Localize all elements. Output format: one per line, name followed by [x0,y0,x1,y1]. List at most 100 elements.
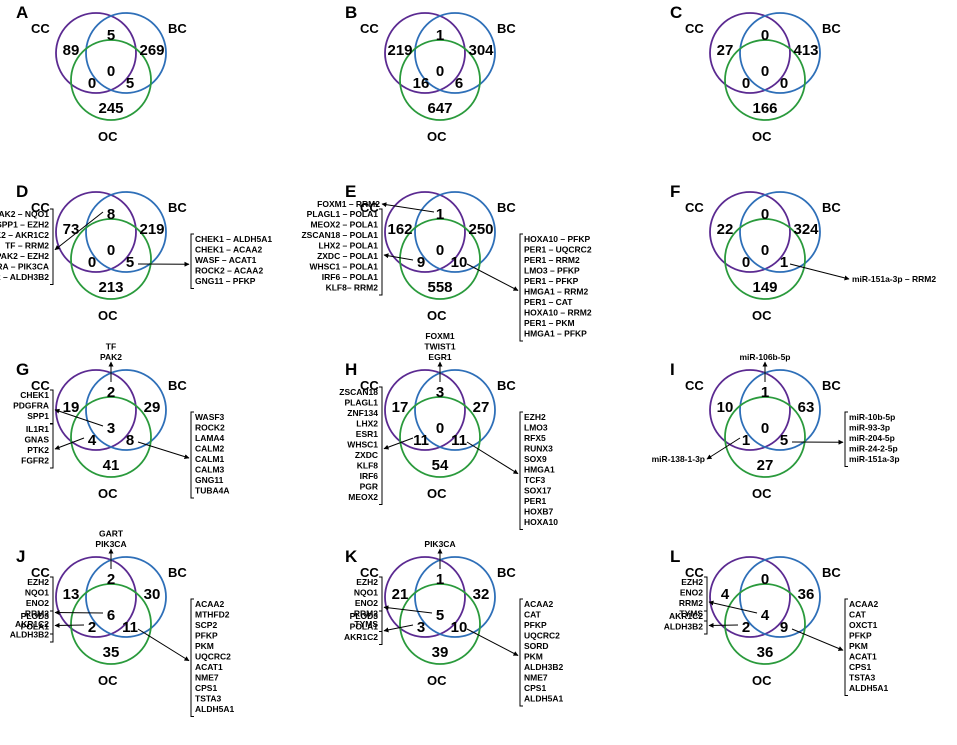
annotation-item: PFKP [524,620,547,630]
count-oc: 166 [752,100,777,117]
annotation-item: ZSCAN18 [339,387,378,397]
annotation-item: ACAA2 [195,599,225,609]
annotation-item: CHEK1 – ALDH5A1 [195,234,272,244]
annotation-item: ROCK2 [195,423,225,433]
annotation-item: ACAT1 [195,662,223,672]
annotation-item: FGFR2 [21,456,49,466]
annotation-item: FOXM1 – RRM2 [317,199,380,209]
annotation-item: PLOD3 [350,611,379,621]
count-bo: 11 [451,432,467,449]
bracket [50,209,53,285]
count-cc: 73 [63,221,80,238]
annotation-item: EZH2 [524,412,546,422]
annotation-item: IRF6 [360,471,379,481]
annotation-item: WASF – ACAT1 [195,255,257,265]
count-cc: 13 [63,586,80,603]
count-bo: 5 [780,432,788,449]
count-cb: 1 [761,384,769,401]
annotation-item: RRM2 [679,598,703,608]
pointer-arrow [790,264,849,279]
annotation-item: PAK2 – NQO1 [0,209,49,219]
annotation-item: miR-151a-3p [849,454,900,464]
annotation-item: ZXDC [355,450,378,460]
count-bc: 219 [139,221,164,238]
count-bc: 304 [468,42,494,59]
bracket [50,390,53,424]
annotation-item: ZXDC – POLA1 [317,251,378,261]
count-oc: 35 [103,644,120,661]
annotation-item: SPP1 – EZH2 [0,220,49,230]
annotation-item: ALDH3B2 [524,662,563,672]
annotation-item: CHEK1 [20,390,49,400]
count-all: 0 [761,420,769,437]
annotation-item: PGR [360,482,378,492]
annotation-item: EZH2 [27,577,49,587]
annotation-item: NQO1 [354,588,378,598]
annotation-item: PKM [195,641,214,651]
annotation-item: TWIST1 [424,342,455,352]
count-bo: 8 [126,432,134,449]
bracket [379,209,382,295]
count-cb: 1 [436,571,444,588]
count-all: 0 [436,420,444,437]
annotation-item: miR-204-5p [849,433,895,443]
annotation-item: ENO2 [26,598,49,608]
count-co: 4 [88,432,97,449]
count-bo: 10 [451,254,468,271]
panel-label: B [345,3,357,22]
annotation-item: ESR1 [356,429,378,439]
set-label-cc: CC [360,21,379,36]
annotation-item: PIK3CA [95,539,126,549]
count-bc: 27 [473,399,490,416]
annotation-item: EZH2 [356,577,378,587]
annotation-item: ROCK2 – ACAA2 [195,266,263,276]
set-label-bc: BC [497,21,516,36]
count-oc: 213 [98,279,123,296]
annotation-item: PKM [524,652,543,662]
bracket [379,611,382,645]
set-label-bc: BC [822,200,841,215]
bracket [379,387,382,505]
set-label-oc: OC [752,129,772,144]
count-bo: 5 [126,254,134,271]
panel-label: F [670,182,680,201]
annotation-item: PAK2 – AKR1C2 [0,230,49,240]
count-oc: 36 [757,644,774,661]
count-bc: 413 [793,42,818,59]
annotation-item: PAK2 [100,352,122,362]
pointer-arrow [384,607,432,613]
set-label-oc: OC [98,673,118,688]
annotation-item: WHSC1 [347,440,378,450]
count-oc: 41 [103,457,120,474]
set-label-bc: BC [497,565,516,580]
pointer-arrow [709,602,757,613]
annotation-item: PLAGL1 – POLA1 [307,209,379,219]
count-bc: 29 [144,399,161,416]
panel-label: J [16,547,25,566]
annotation-item: SOX9 [524,454,547,464]
annotation-item: POLA1 [350,622,379,632]
set-label-bc: BC [822,21,841,36]
annotation-item: CAT [849,610,867,620]
count-bo: 9 [780,619,788,636]
set-label-oc: OC [752,308,772,323]
annotation-item: HOXB7 [524,507,554,517]
annotation-item: LMO3 – PFKP [524,266,580,276]
annotation-item: GNG11 – PFKP [195,276,256,286]
count-bo: 0 [780,75,788,92]
annotation-item: KLF8 [357,461,379,471]
count-cc: 21 [392,586,409,603]
count-cb: 2 [107,571,115,588]
annotation-item: NQO1 [25,588,49,598]
annotation-item: CALM1 [195,454,225,464]
bracket [191,234,194,289]
bracket [704,611,707,634]
annotation-item: PLAGL1 [344,398,378,408]
annotation-item: PLOD3 [21,611,50,621]
count-oc: 647 [427,100,452,117]
